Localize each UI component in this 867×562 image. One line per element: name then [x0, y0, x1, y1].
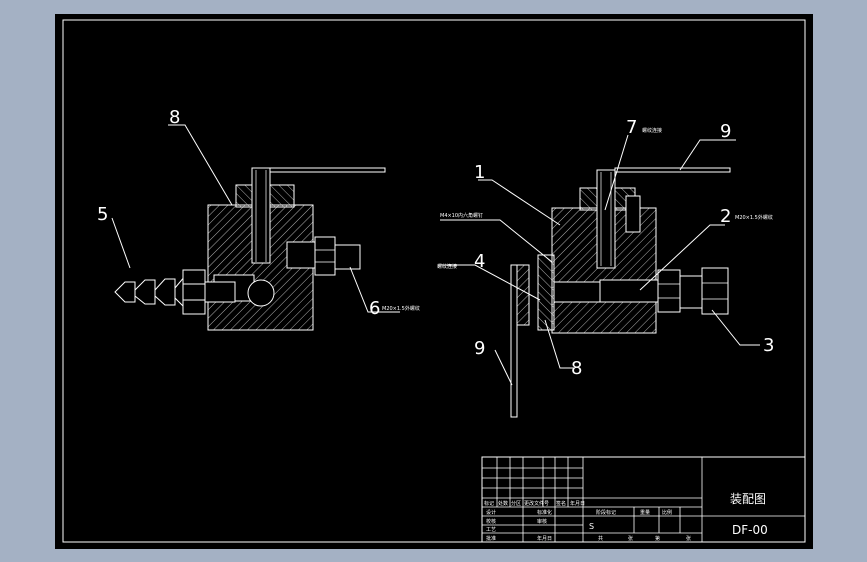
- label-date: 年月日: [570, 500, 585, 507]
- label-signature: 签名: [556, 500, 566, 507]
- right-nut-2: [701, 267, 729, 315]
- right-flange: [537, 254, 555, 331]
- left-handle: [269, 167, 386, 173]
- label-scale: 比例: [662, 509, 672, 516]
- label-sheet-unit: 张: [686, 535, 691, 542]
- balloon-right-7: 7: [626, 117, 637, 138]
- note-left-6: M20×1.5外螺纹: [382, 305, 420, 312]
- balloon-right-9-bottom: 9: [474, 338, 485, 359]
- inner-border: [481, 456, 806, 543]
- balloon-right-2: 2: [720, 206, 731, 227]
- label-design: 设计: [486, 509, 496, 516]
- stage-letter: S: [589, 522, 594, 531]
- right-plate: [510, 264, 518, 418]
- balloon-left-5: 5: [97, 204, 108, 225]
- label-process: 工艺: [486, 527, 496, 533]
- left-stem: [251, 167, 271, 264]
- outer-border: [62, 19, 806, 543]
- left-valve-view: [114, 167, 386, 331]
- balloon-right-4: 4: [474, 251, 485, 272]
- label-mark: 标记: [484, 500, 494, 507]
- drawing-number: DF-00: [732, 523, 768, 537]
- balloon-left-8: 8: [169, 107, 180, 128]
- balloon-right-1: 1: [474, 162, 485, 183]
- note-right-7: 螺纹连接: [642, 127, 662, 134]
- balloon-right-9-top: 9: [720, 121, 731, 142]
- right-nut-1: [657, 269, 681, 313]
- label-standardize: 标准化: [537, 509, 552, 516]
- balloon-left-6: 6: [369, 298, 380, 319]
- note-right-4: 螺纹连接: [437, 263, 457, 270]
- right-valve-view: [510, 167, 731, 418]
- label-count: 处数: [498, 500, 508, 507]
- label-sheet-no: 第: [655, 535, 660, 542]
- left-leaders: [111, 124, 400, 313]
- label-stage-mark: 阶段标记: [596, 509, 616, 516]
- label-date-2: 年月日: [537, 535, 552, 542]
- left-ball: [247, 279, 275, 307]
- label-approve: 批准: [486, 535, 496, 542]
- right-stem: [596, 169, 616, 269]
- balloon-right-3: 3: [763, 335, 774, 356]
- label-change-doc: 更改文件号: [524, 500, 549, 507]
- label-review: 审核: [537, 518, 547, 525]
- label-check: 校核: [486, 518, 496, 525]
- note-right-seal: M4×10内六角螺钉: [440, 212, 483, 219]
- right-leaders: [438, 134, 760, 386]
- label-zone: 分区: [511, 500, 521, 507]
- right-handle: [614, 167, 731, 173]
- left-hose-barb: [114, 269, 236, 315]
- label-sheet-total: 共: [598, 535, 603, 542]
- label-sheet: 张: [628, 535, 633, 542]
- note-right-2: M20×1.5外螺纹: [735, 214, 773, 221]
- drawing-name: 装配图: [730, 492, 766, 506]
- title-block: [482, 457, 805, 542]
- left-nut: [314, 236, 336, 276]
- label-weight: 重量: [640, 509, 650, 516]
- title-block-labels: 标记 处数 分区 更改文件号 签名 年月日 设计 标准化 校核 审核 工艺 批准…: [484, 500, 691, 542]
- balloon-right-8: 8: [571, 358, 582, 379]
